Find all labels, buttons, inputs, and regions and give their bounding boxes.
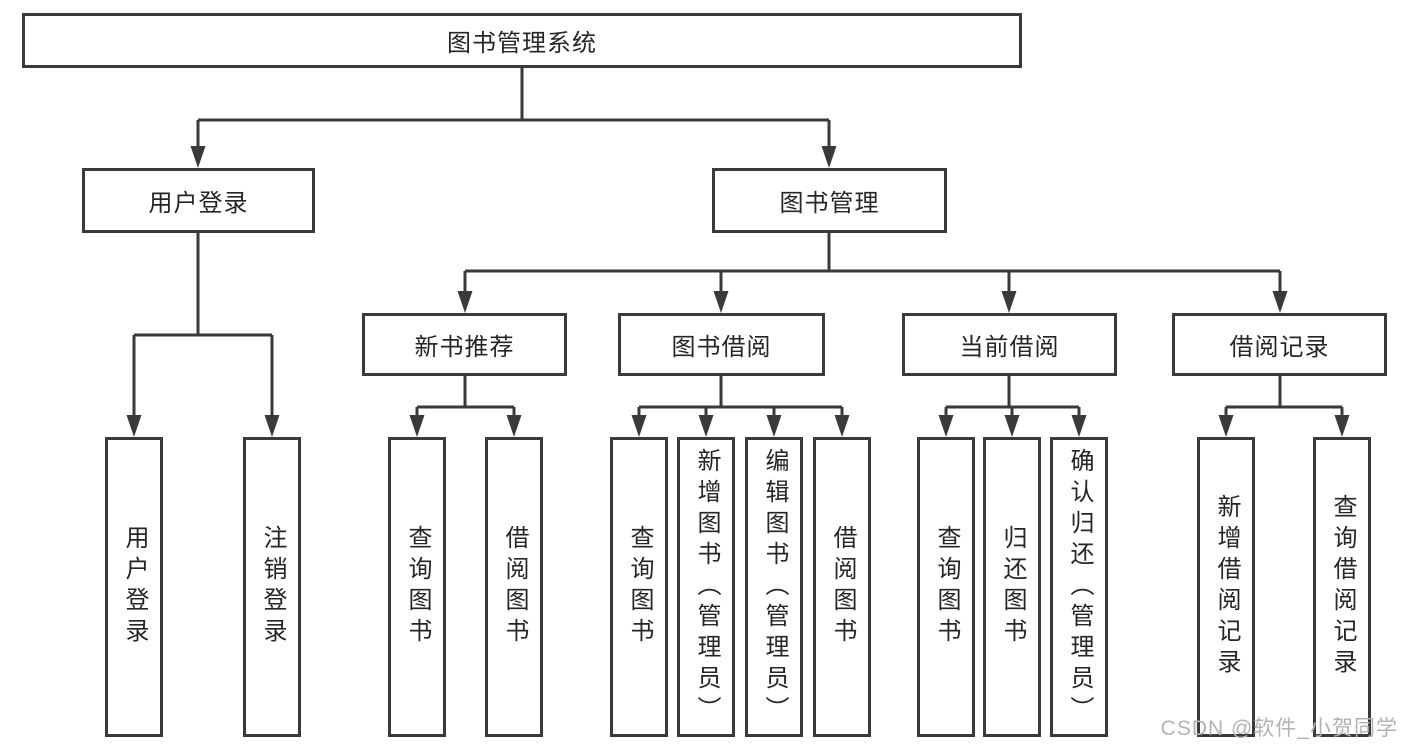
- node-book-management: 图书管理: [712, 168, 947, 233]
- node-label: 图书借阅: [671, 334, 772, 361]
- arrow-head: [1218, 415, 1350, 437]
- connector-book-borrowing-to-leaves: [631, 376, 850, 437]
- node-label: 新书推荐: [414, 334, 515, 361]
- node-label: 借阅记录: [1229, 334, 1330, 361]
- connector-shaft: [415, 376, 516, 416]
- leaf-query-books-borrowing: 查询图书: [610, 437, 668, 737]
- connector-shaft: [1224, 376, 1344, 416]
- node-user-login: 用户登录: [82, 168, 315, 233]
- leaf-label: 查询借阅记录: [1329, 494, 1356, 680]
- leaf-query-books-current: 查询图书: [917, 437, 975, 737]
- connector-shaft: [944, 376, 1081, 416]
- node-current-borrowing: 当前借阅: [902, 313, 1117, 376]
- arrow-head: [631, 415, 850, 437]
- leaf-borrow-books: 借阅图书: [813, 437, 871, 737]
- leaf-add-books-admin: 新增图书（管理员）: [677, 437, 735, 737]
- connector-shaft: [637, 376, 844, 416]
- leaf-label: 用户登录: [121, 525, 148, 649]
- csdn-watermark: CSDN @软件_小贺同学: [1160, 717, 1398, 740]
- leaf-label: 归还图书: [999, 525, 1026, 649]
- leaf-label: 查询图书: [404, 525, 431, 649]
- leaf-return-books: 归还图书: [983, 437, 1041, 737]
- node-new-book-recommendation: 新书推荐: [362, 313, 567, 376]
- leaf-edit-books-admin: 编辑图书（管理员）: [745, 437, 803, 737]
- leaf-label: 借阅图书: [501, 525, 528, 649]
- node-label: 当前借阅: [959, 334, 1060, 361]
- connector-shaft: [132, 233, 274, 416]
- leaf-label: 注销登录: [259, 525, 286, 649]
- node-borrowing-records: 借阅记录: [1172, 313, 1387, 376]
- leaf-user-login: 用户登录: [105, 437, 163, 737]
- arrow-head: [409, 415, 522, 437]
- leaf-label: 确认归还（管理员）: [1066, 447, 1093, 727]
- leaf-label: 编辑图书（管理员）: [761, 447, 788, 727]
- leaf-label: 查询图书: [626, 525, 653, 649]
- connector-shaft: [196, 68, 831, 147]
- connector-shaft: [463, 233, 1282, 292]
- leaf-label: 新增图书（管理员）: [693, 447, 720, 727]
- leaf-label: 借阅图书: [829, 525, 856, 649]
- connector-new-book-recommendation-to-leaves: [409, 376, 522, 437]
- connector-book-management-to-level3: [457, 233, 1288, 313]
- leaf-confirm-return-admin: 确认归还（管理员）: [1050, 437, 1108, 737]
- connector-user-login-to-leaves: [126, 233, 280, 437]
- connector-borrowing-records-to-leaves: [1218, 376, 1350, 437]
- node-label: 图书管理系统: [447, 30, 597, 57]
- arrow-head: [126, 415, 280, 437]
- leaf-logout: 注销登录: [243, 437, 301, 737]
- leaf-add-borrow-record: 新增借阅记录: [1197, 437, 1255, 737]
- leaf-query-books-recommendation: 查询图书: [388, 437, 446, 737]
- node-book-borrowing: 图书借阅: [618, 313, 825, 376]
- node-library-management-system: 图书管理系统: [22, 13, 1022, 68]
- connector-root-to-level2: [190, 68, 837, 168]
- node-label: 图书管理: [779, 190, 880, 217]
- arrow-head: [457, 291, 1288, 313]
- arrow-head: [190, 146, 837, 168]
- node-label: 用户登录: [148, 190, 249, 217]
- leaf-borrow-books-recommendation: 借阅图书: [485, 437, 543, 737]
- connector-current-borrowing-to-leaves: [938, 376, 1087, 437]
- leaf-label: 查询图书: [933, 525, 960, 649]
- leaf-label: 新增借阅记录: [1213, 494, 1240, 680]
- arrow-head: [938, 415, 1087, 437]
- leaf-query-borrow-record: 查询借阅记录: [1313, 437, 1371, 737]
